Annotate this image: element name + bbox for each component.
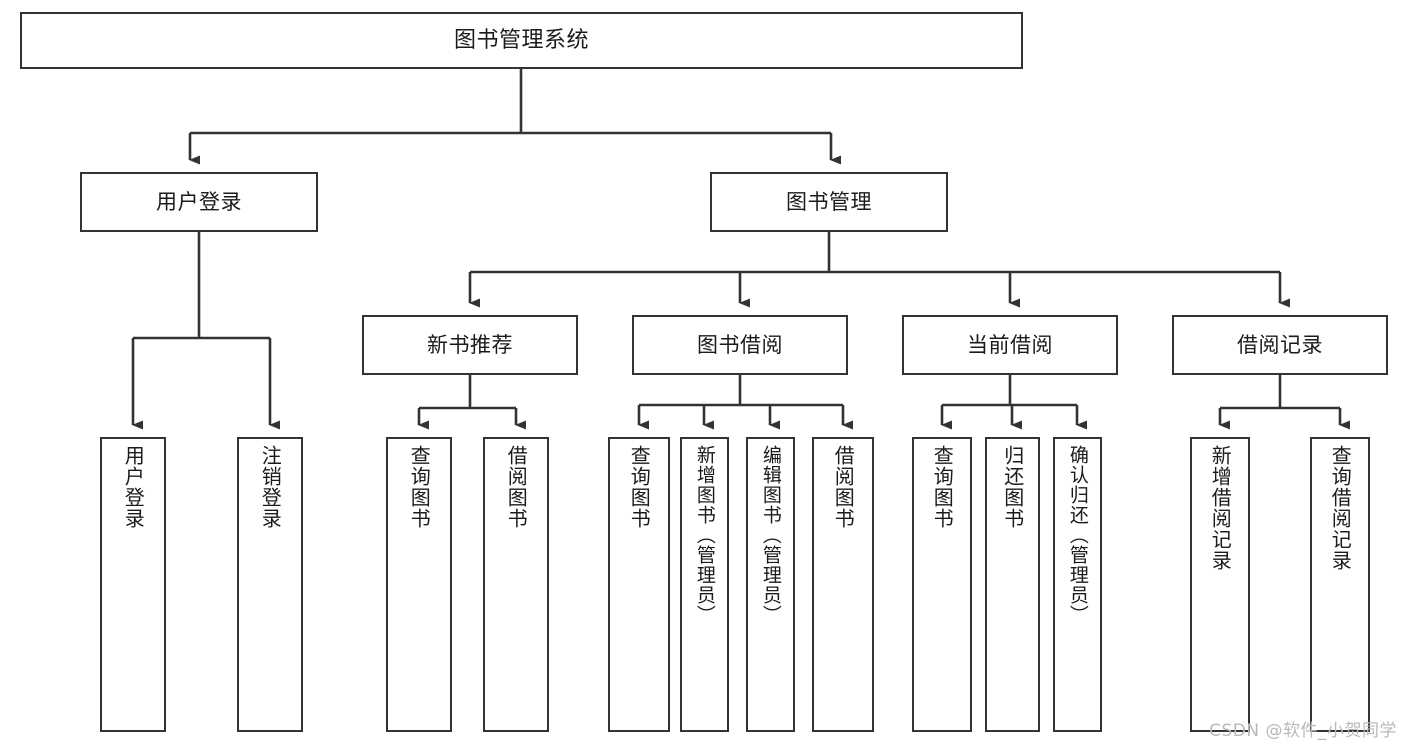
- node-root-label: 图书管理系统: [453, 27, 589, 53]
- leaf-logout[interactable]: 注销登录: [237, 437, 303, 732]
- leaf-add-book-admin-label: 新增图书（管理员）: [693, 445, 716, 625]
- node-new-book-recommend[interactable]: 新书推荐: [362, 315, 578, 375]
- leaf-query-book-newbook-label: 查询图书: [407, 445, 432, 529]
- leaf-query-book-current-label: 查询图书: [930, 445, 955, 529]
- leaf-borrow-book-newbook[interactable]: 借阅图书: [483, 437, 549, 732]
- node-book-borrow[interactable]: 图书借阅: [632, 315, 848, 375]
- csdn-watermark: CSDN @软件_小贺同学: [1209, 721, 1397, 741]
- node-current-borrow-label: 当前借阅: [967, 332, 1053, 357]
- node-root[interactable]: 图书管理系统: [20, 12, 1023, 69]
- leaf-logout-label: 注销登录: [258, 445, 283, 529]
- leaf-return-book[interactable]: 归还图书: [985, 437, 1040, 732]
- leaf-borrow-book-newbook-label: 借阅图书: [504, 445, 529, 529]
- node-book-borrow-label: 图书借阅: [697, 332, 783, 357]
- leaf-confirm-return-admin-label: 确认归还（管理员）: [1066, 445, 1089, 625]
- leaf-query-borrow-record[interactable]: 查询借阅记录: [1310, 437, 1370, 732]
- leaf-user-login[interactable]: 用户登录: [100, 437, 166, 732]
- leaf-user-login-label: 用户登录: [121, 445, 146, 529]
- leaf-add-borrow-record[interactable]: 新增借阅记录: [1190, 437, 1250, 732]
- leaf-query-borrow-record-label: 查询借阅记录: [1328, 445, 1353, 571]
- leaf-edit-book-admin[interactable]: 编辑图书（管理员）: [746, 437, 795, 732]
- node-new-book-recommend-label: 新书推荐: [427, 332, 513, 357]
- leaf-edit-book-admin-label: 编辑图书（管理员）: [759, 445, 782, 625]
- leaf-query-book-borrow[interactable]: 查询图书: [608, 437, 670, 732]
- node-borrow-records[interactable]: 借阅记录: [1172, 315, 1388, 375]
- node-book-management-label: 图书管理: [786, 189, 872, 214]
- leaf-lend-book[interactable]: 借阅图书: [812, 437, 874, 732]
- leaf-add-borrow-record-label: 新增借阅记录: [1208, 445, 1233, 571]
- node-user-login[interactable]: 用户登录: [80, 172, 318, 232]
- node-current-borrow[interactable]: 当前借阅: [902, 315, 1118, 375]
- node-book-management[interactable]: 图书管理: [710, 172, 948, 232]
- leaf-return-book-label: 归还图书: [1000, 445, 1025, 529]
- leaf-query-book-current[interactable]: 查询图书: [912, 437, 972, 732]
- leaf-query-book-newbook[interactable]: 查询图书: [386, 437, 452, 732]
- leaf-query-book-borrow-label: 查询图书: [627, 445, 652, 529]
- leaf-confirm-return-admin[interactable]: 确认归还（管理员）: [1053, 437, 1102, 732]
- node-user-login-label: 用户登录: [156, 189, 242, 214]
- leaf-add-book-admin[interactable]: 新增图书（管理员）: [680, 437, 729, 732]
- leaf-lend-book-label: 借阅图书: [831, 445, 856, 529]
- node-borrow-records-label: 借阅记录: [1237, 332, 1323, 357]
